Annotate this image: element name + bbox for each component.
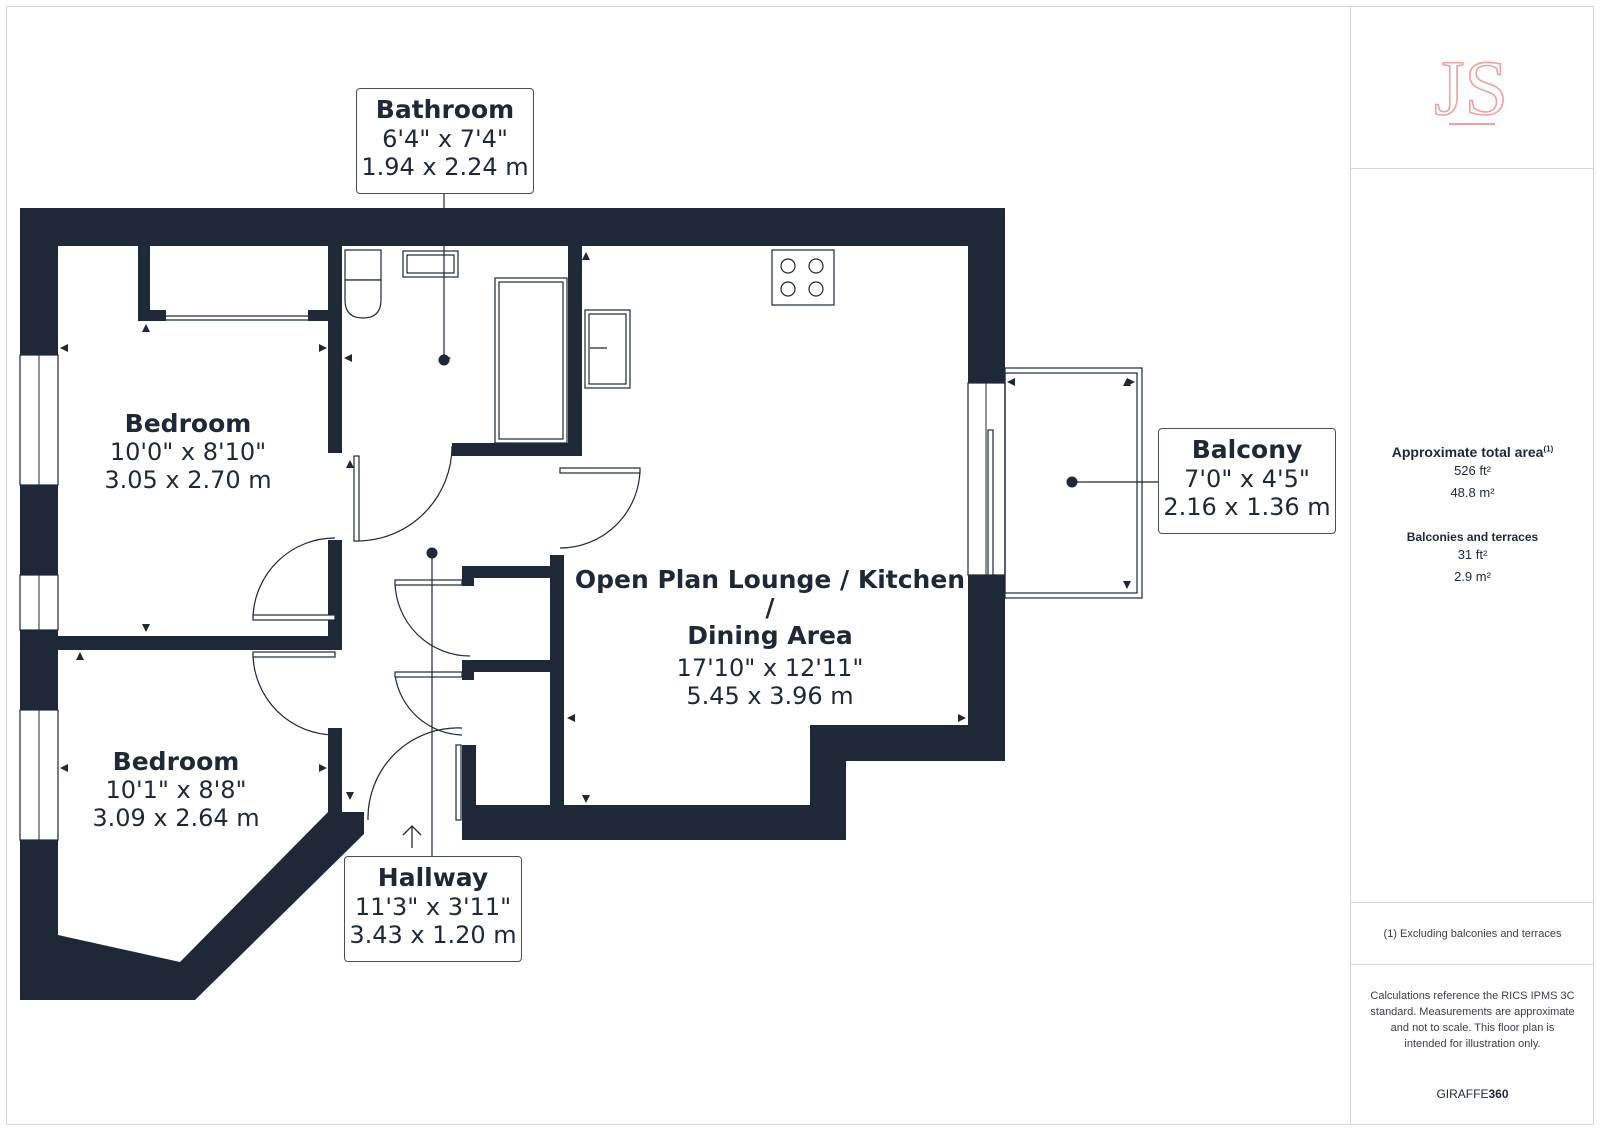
wall-bed1-hall — [328, 540, 342, 640]
wall-closet-right — [308, 310, 328, 321]
page-frame — [6, 6, 1594, 1125]
total-area-heading: Approximate total area(1) — [1351, 444, 1594, 460]
bedroom2-imperial: 10'1" x 8'8" — [105, 776, 247, 804]
wall-closet-hall-2 — [462, 660, 550, 672]
wall-lounge-hall — [550, 555, 564, 805]
total-area-m: 48.8 m² — [1450, 485, 1495, 500]
bedroom1-name: Bedroom — [124, 409, 252, 438]
entrance-arrow-icon — [402, 825, 422, 848]
disclaimer-block: Calculations reference the RICS IPMS 3C … — [1351, 988, 1594, 1052]
balcony-outline — [1004, 367, 1143, 599]
kitchen-fixtures — [584, 249, 835, 389]
wall-bed2-hall — [328, 728, 342, 820]
total-area-marker: (1) — [1543, 444, 1554, 454]
wall-closet-stub — [138, 310, 166, 321]
wall-bath-lounge — [568, 208, 582, 456]
bedroom2-metric: 3.09 x 2.64 m — [92, 804, 260, 832]
bathroom-metric: 1.94 x 2.24 m — [361, 153, 529, 181]
lounge-metric: 5.45 x 3.96 m — [686, 682, 854, 710]
hallway-imperial: 11'3" x 3'11" — [354, 893, 512, 921]
brand-name: GIRAFFE360 — [1436, 1087, 1508, 1101]
balcony-name: Balcony — [1191, 435, 1303, 464]
wall-closet-hall-1 — [462, 566, 550, 578]
bathroom-name: Bathroom — [375, 95, 515, 124]
bathroom-imperial: 6'4" x 7'4" — [382, 125, 508, 153]
hallway-label: Hallway 11'3" x 3'11" 3.43 x 1.20 m — [344, 856, 522, 962]
brand-bold: 360 — [1488, 1087, 1509, 1101]
bedroom1-label: Bedroom 10'0" x 8'10" 3.05 x 2.70 m — [78, 409, 298, 495]
bedroom1-metric: 3.05 x 2.70 m — [104, 466, 272, 494]
closet-doors — [166, 315, 308, 321]
brand-light: GIRAFFE — [1436, 1087, 1489, 1101]
js-logo-icon: JS — [1433, 43, 1508, 132]
sidebar-divider — [1351, 964, 1594, 965]
wall-hall-closet-left2 — [462, 660, 474, 680]
sidebar-divider — [1351, 902, 1594, 903]
balcony-imperial: 7'0" x 4'5" — [1184, 465, 1310, 493]
total-area-ft: 526 ft² — [1454, 463, 1491, 478]
floor-plan — [19, 194, 1158, 1000]
callout-dots — [426, 354, 1078, 559]
balconies-block: Balconies and terraces 31 ft² 2.9 m² — [1351, 530, 1594, 588]
window-lines — [38, 355, 987, 840]
bedroom2-label: Bedroom 10'1" x 8'8" 3.09 x 2.64 m — [66, 747, 286, 833]
lounge-name-line1: Open Plan Lounge / Kitchen / — [574, 565, 966, 622]
logo-text: JS — [1434, 44, 1508, 131]
lounge-label: Open Plan Lounge / Kitchen / Dining Area… — [570, 565, 970, 711]
callout-leaders — [431, 194, 1158, 856]
total-area-block: Approximate total area(1) 526 ft² 48.8 m… — [1351, 444, 1594, 504]
sidebar: JS Approximate total area(1) 526 ft² 48.… — [1350, 6, 1594, 1125]
lounge-imperial: 17'10" x 12'11" — [676, 654, 864, 682]
disclaimer: Calculations reference the RICS IPMS 3C … — [1370, 990, 1575, 1050]
wall-right-upper — [968, 208, 1005, 383]
wall-lounge-bottom — [462, 805, 846, 840]
total-area-heading-text: Approximate total area — [1391, 444, 1544, 460]
wall-hall-closet-left — [462, 566, 474, 586]
wall-bed2-angled — [20, 812, 364, 1000]
balconies-ft: 31 ft² — [1457, 547, 1488, 562]
wall-bed1-bath — [328, 208, 342, 453]
bathroom-label: Bathroom 6'4" x 7'4" 1.94 x 2.24 m — [356, 88, 534, 194]
balcony-label: Balcony 7'0" x 4'5" 2.16 x 1.36 m — [1158, 428, 1336, 534]
balconies-m: 2.9 m² — [1454, 569, 1491, 584]
balcony-metric: 2.16 x 1.36 m — [1163, 493, 1331, 521]
walls — [20, 208, 1005, 1000]
bedroom2-name: Bedroom — [112, 747, 240, 776]
sidebar-divider — [1351, 168, 1594, 169]
toilet-bowl — [344, 279, 382, 319]
hallway-name: Hallway — [377, 863, 489, 892]
bathroom-fixtures — [344, 249, 568, 444]
wall-closet-left — [138, 246, 150, 319]
footnote: (1) Excluding balconies and terraces — [1383, 928, 1562, 940]
hob — [771, 249, 835, 306]
balconies-heading: Balconies and terraces — [1406, 530, 1539, 544]
wall-hall-lower — [462, 745, 476, 840]
toilet-cistern — [344, 249, 382, 281]
bedroom1-imperial: 10'0" x 8'10" — [109, 438, 267, 466]
door-swings — [252, 429, 994, 821]
brand-block: GIRAFFE360 — [1351, 1083, 1594, 1102]
wall-bath-bottom — [452, 443, 582, 456]
wall-top — [20, 208, 1005, 246]
hallway-metric: 3.43 x 1.20 m — [349, 921, 517, 949]
lounge-name-line2: Dining Area — [687, 621, 853, 650]
wall-bedroom-divider — [58, 636, 342, 650]
footnote-block: (1) Excluding balconies and terraces — [1351, 926, 1594, 942]
